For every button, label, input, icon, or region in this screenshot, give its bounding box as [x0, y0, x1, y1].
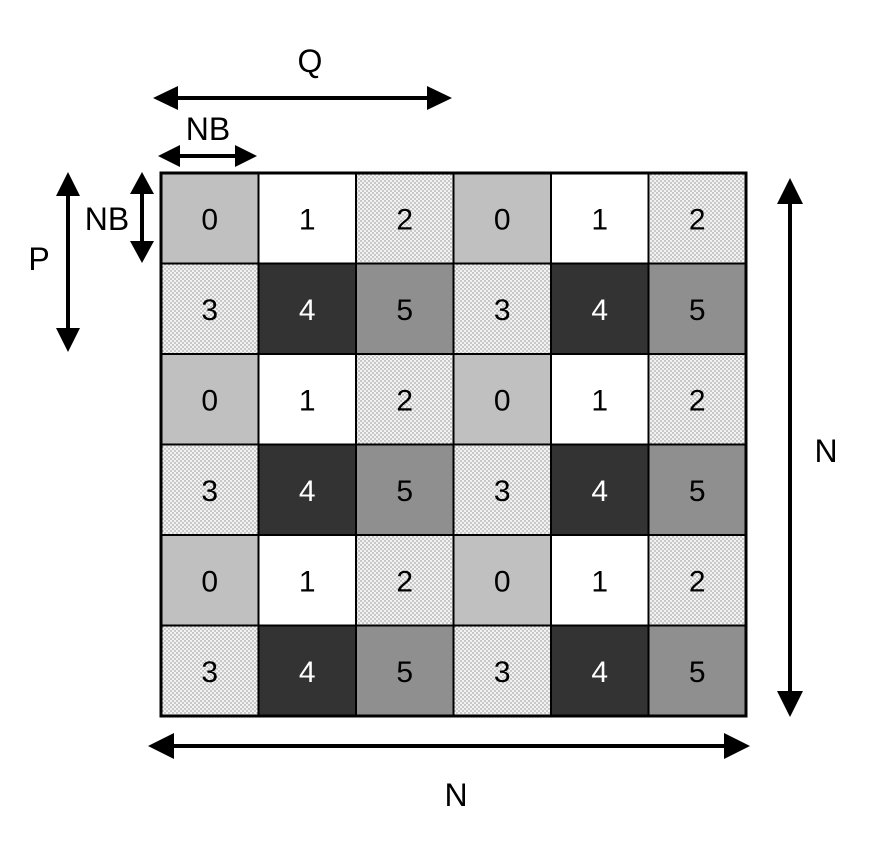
p-arrow	[56, 172, 80, 352]
cell-process-label: 1	[299, 384, 316, 417]
cell-process-label: 0	[201, 565, 218, 598]
n-bottom-label: N	[444, 777, 467, 813]
cell-process-label: 5	[396, 656, 413, 689]
cell-process-label: 1	[591, 565, 608, 598]
cell-process-label: 3	[494, 475, 511, 508]
cell-process-label: 0	[201, 384, 218, 417]
cell-process-label: 1	[299, 203, 316, 236]
cell-process-label: 5	[396, 294, 413, 327]
cell-process-label: 4	[299, 475, 316, 508]
cell-process-label: 1	[299, 565, 316, 598]
grid-cell	[452, 262, 552, 355]
cell-process-label: 5	[689, 294, 706, 327]
cell-process-label: 2	[689, 565, 706, 598]
cell-process-label: 2	[689, 384, 706, 417]
cell-process-label: 2	[689, 203, 706, 236]
nb-horizontal-label: NB	[186, 111, 230, 147]
cell-process-label: 2	[396, 384, 413, 417]
cell-process-label: 5	[689, 475, 706, 508]
cell-process-label: 0	[494, 384, 511, 417]
cell-process-label: 1	[591, 384, 608, 417]
q-label: Q	[298, 43, 323, 79]
cell-process-label: 3	[494, 294, 511, 327]
p-label: P	[28, 241, 49, 277]
nb-vertical-arrow	[130, 172, 154, 263]
cell-process-label: 1	[591, 203, 608, 236]
cell-process-label: 4	[299, 656, 316, 689]
n-horizontal-arrow	[148, 733, 750, 759]
grid-cell	[647, 262, 747, 355]
grid-cell	[160, 534, 260, 627]
cell-process-label: 5	[689, 656, 706, 689]
grid-cell	[160, 624, 260, 717]
grid-cell	[355, 534, 455, 627]
cell-process-label: 5	[396, 475, 413, 508]
cell-process-label: 2	[396, 203, 413, 236]
grid-cell	[452, 624, 552, 717]
n-right-label: N	[814, 433, 837, 469]
cell-process-label: 4	[591, 475, 608, 508]
cell-process-label: 3	[201, 475, 218, 508]
cell-process-label: 4	[299, 294, 316, 327]
cell-process-label: 3	[201, 294, 218, 327]
grid-cell	[647, 353, 747, 446]
cell-process-label: 2	[396, 565, 413, 598]
grid-cell	[160, 443, 260, 536]
grid-cell	[550, 534, 650, 627]
cell-process-label: 4	[591, 294, 608, 327]
cell-process-label: 0	[494, 565, 511, 598]
grid-cell	[257, 443, 357, 536]
grid-cell	[550, 262, 650, 355]
cell-process-label: 0	[494, 203, 511, 236]
cell-process-label: 3	[201, 656, 218, 689]
grid-cell	[452, 443, 552, 536]
grid-cell	[647, 443, 747, 536]
grid-cell	[257, 353, 357, 446]
nb-vertical-label: NB	[85, 201, 129, 237]
grid-cell	[647, 172, 747, 265]
n-vertical-arrow	[777, 178, 803, 717]
grid-border	[159, 171, 748, 718]
grid-cell	[452, 534, 552, 627]
grid-cell	[355, 262, 455, 355]
q-arrow	[153, 86, 452, 110]
cell-process-label: 4	[591, 656, 608, 689]
grid-cell	[160, 172, 260, 265]
nb-horizontal-arrow	[158, 145, 257, 167]
grid-cell	[257, 534, 357, 627]
grid-cell	[550, 624, 650, 717]
process-grid: 0 1 2 0 1 2 3 4 5 3 4 5 0 1 2 0 1 2 3 4 5 3 4 5 0 1 2 0 1 2 3 4 5 3 4 5	[159, 171, 748, 718]
cell-process-label: 3	[494, 656, 511, 689]
cell-process-label: 0	[201, 203, 218, 236]
grid-cell	[452, 172, 552, 265]
